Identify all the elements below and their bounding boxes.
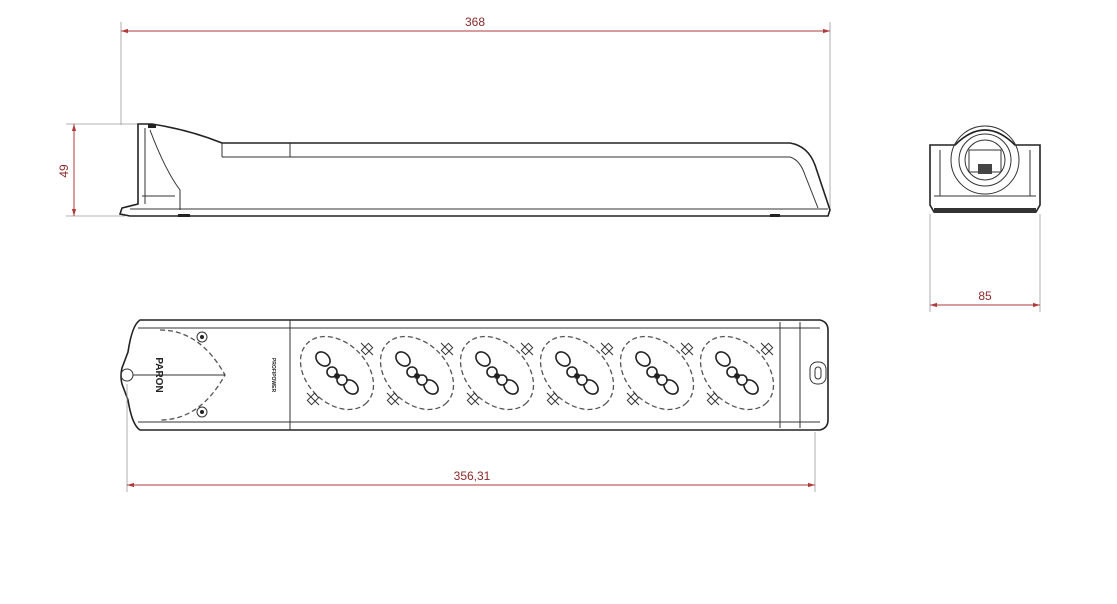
- outlet-socket: [539, 335, 615, 411]
- base-length-dimension: 356,31: [126, 384, 816, 492]
- end-cap: [809, 361, 827, 385]
- outlet-socket: [299, 335, 375, 411]
- width-label: 85: [978, 289, 992, 303]
- height-dimension: 49: [57, 123, 145, 217]
- overall-length-dimension: 368: [120, 15, 831, 210]
- base-length-label: 356,31: [454, 469, 491, 483]
- overall-length-label: 368: [465, 15, 485, 29]
- outlet-socket: [459, 335, 535, 411]
- plug-head: PARON PROFIPOWER: [120, 329, 276, 421]
- end-view: 85: [929, 125, 1041, 312]
- brand-label: PARON: [153, 357, 164, 392]
- top-view: PARON PROFIPOWER 356,31: [120, 319, 829, 492]
- outlet-socket: [699, 335, 775, 411]
- side-view: 368 49: [57, 15, 831, 217]
- outlet-socket: [379, 335, 455, 411]
- outlet-socket: [619, 335, 695, 411]
- outlet-row: [299, 335, 775, 411]
- model-marking: PROFIPOWER: [270, 358, 276, 393]
- height-label: 49: [57, 164, 71, 178]
- width-dimension: 85: [929, 214, 1041, 312]
- side-profile: [118, 123, 831, 217]
